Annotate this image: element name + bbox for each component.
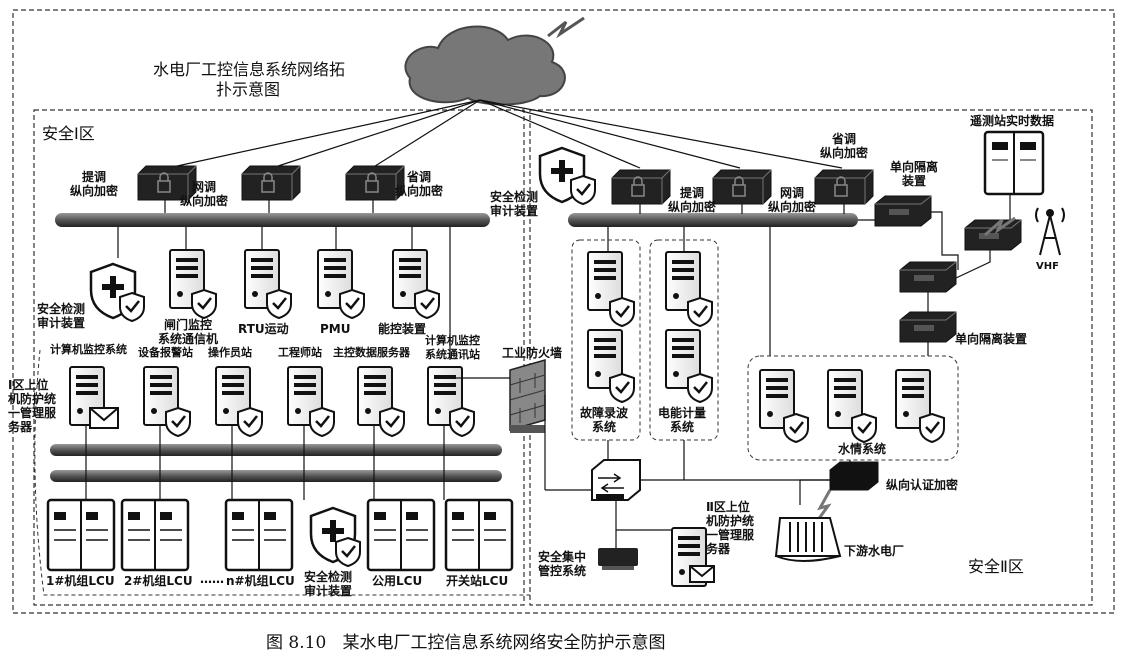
label-vert-auth: 纵向认证加密 (886, 478, 959, 492)
zone2-title: 安全Ⅱ区 (968, 557, 1024, 576)
zone1-bus-top (55, 213, 490, 227)
label-ti-diao: 提调 纵向加密 (70, 170, 119, 198)
label-wang-diao: 网调 纵向加密 (180, 180, 229, 208)
label-fault-rec: 故障录波 系统 (580, 406, 629, 434)
ring-network-a (50, 444, 502, 456)
label-engineer: 工程师站 (278, 346, 322, 359)
ring-network-b (50, 470, 502, 482)
vhf-antenna-icon (1035, 207, 1065, 256)
label-energy-meter: 电能计量 系统 (658, 406, 707, 434)
outer-border (12, 9, 1115, 614)
label-rtu: RTU运动 (238, 322, 289, 336)
label-cc-sys: 计算机监控系统 (50, 343, 127, 356)
label-operator: 操作员站 (208, 346, 252, 359)
central-switch-icon (591, 459, 641, 501)
diagram-title-line1: 水电厂工控信息系统网络拓 (153, 60, 346, 79)
label-sheng-diao-2: 省调 纵向加密 (820, 132, 869, 160)
label-wang-diao-2: 网调 纵向加密 (768, 186, 817, 214)
wan-links (167, 99, 843, 169)
label-pmu: PMU (320, 322, 351, 336)
label-public-lcu: 公用LCU (372, 574, 423, 588)
label-switch-lcu: 开关站LCU (446, 574, 509, 588)
label-lcu-n: n#机组LCU (226, 574, 295, 588)
label-dev-alarm: 设备报警站 (138, 346, 193, 359)
label-hydro-sys: 水情系统 (838, 442, 887, 456)
label-audit-bottom: 安全检测 审计装置 (304, 570, 353, 598)
label-central-ctrl: 安全集中 管控系统 (538, 550, 587, 578)
label-vhf: VHF (1036, 261, 1059, 272)
zone2-bus (568, 213, 858, 227)
label-downstream: 下游水电厂 (844, 544, 905, 558)
label-sheng-diao: 省调 纵向加密 (395, 170, 444, 198)
zone2-border (529, 109, 1093, 606)
realtime-data-server (983, 130, 1045, 196)
encryptor-wang-diao (241, 165, 301, 201)
label-mgmt-2: Ⅱ区上位 机防护统 一管理服 务器 (706, 500, 755, 556)
label-cc-comm: 计算机监控 系统通讯站 (425, 334, 480, 361)
label-one-way-1: 单向隔离 装置 (890, 160, 939, 188)
downstream-dam-icon (774, 517, 842, 562)
cloud-icon (404, 16, 585, 106)
label-energy-ctrl: 能控装置 (378, 322, 427, 336)
label-lcu-2: 2#机组LCU (124, 574, 193, 588)
label-gate-monitor: 闸门监控 系统通信机 (158, 318, 219, 346)
label-ti-diao-2: 提调 纵向加密 (668, 186, 717, 214)
firewall-icon (509, 359, 546, 433)
figure-caption: 图 8.10 某水电厂工控信息系统网络安全防护示意图 (266, 633, 666, 653)
label-audit-1: 安全检测 审计装置 (37, 302, 86, 330)
label-lcu-1: 1#机组LCU (46, 574, 115, 588)
vertical-auth-encryptor (829, 461, 879, 491)
label-dots: …… (200, 572, 224, 586)
zone1-border (33, 109, 525, 606)
label-one-way-2: 单向隔离装置 (955, 332, 1028, 346)
label-audit-2: 安全检测 审计装置 (490, 190, 539, 218)
zone1-title: 安全Ⅰ区 (42, 124, 95, 143)
label-firewall: 工业防火墙 (502, 346, 563, 360)
label-mgmt-1: Ⅰ区上位 机防护统 一管理服 务器 (8, 378, 57, 434)
label-main-db: 主控数据服务器 (333, 346, 410, 359)
central-control-device (598, 548, 638, 570)
diagram-title-line2: 扑示意图 (216, 80, 281, 99)
label-realtime: 遥测站实时数据 (970, 114, 1055, 128)
